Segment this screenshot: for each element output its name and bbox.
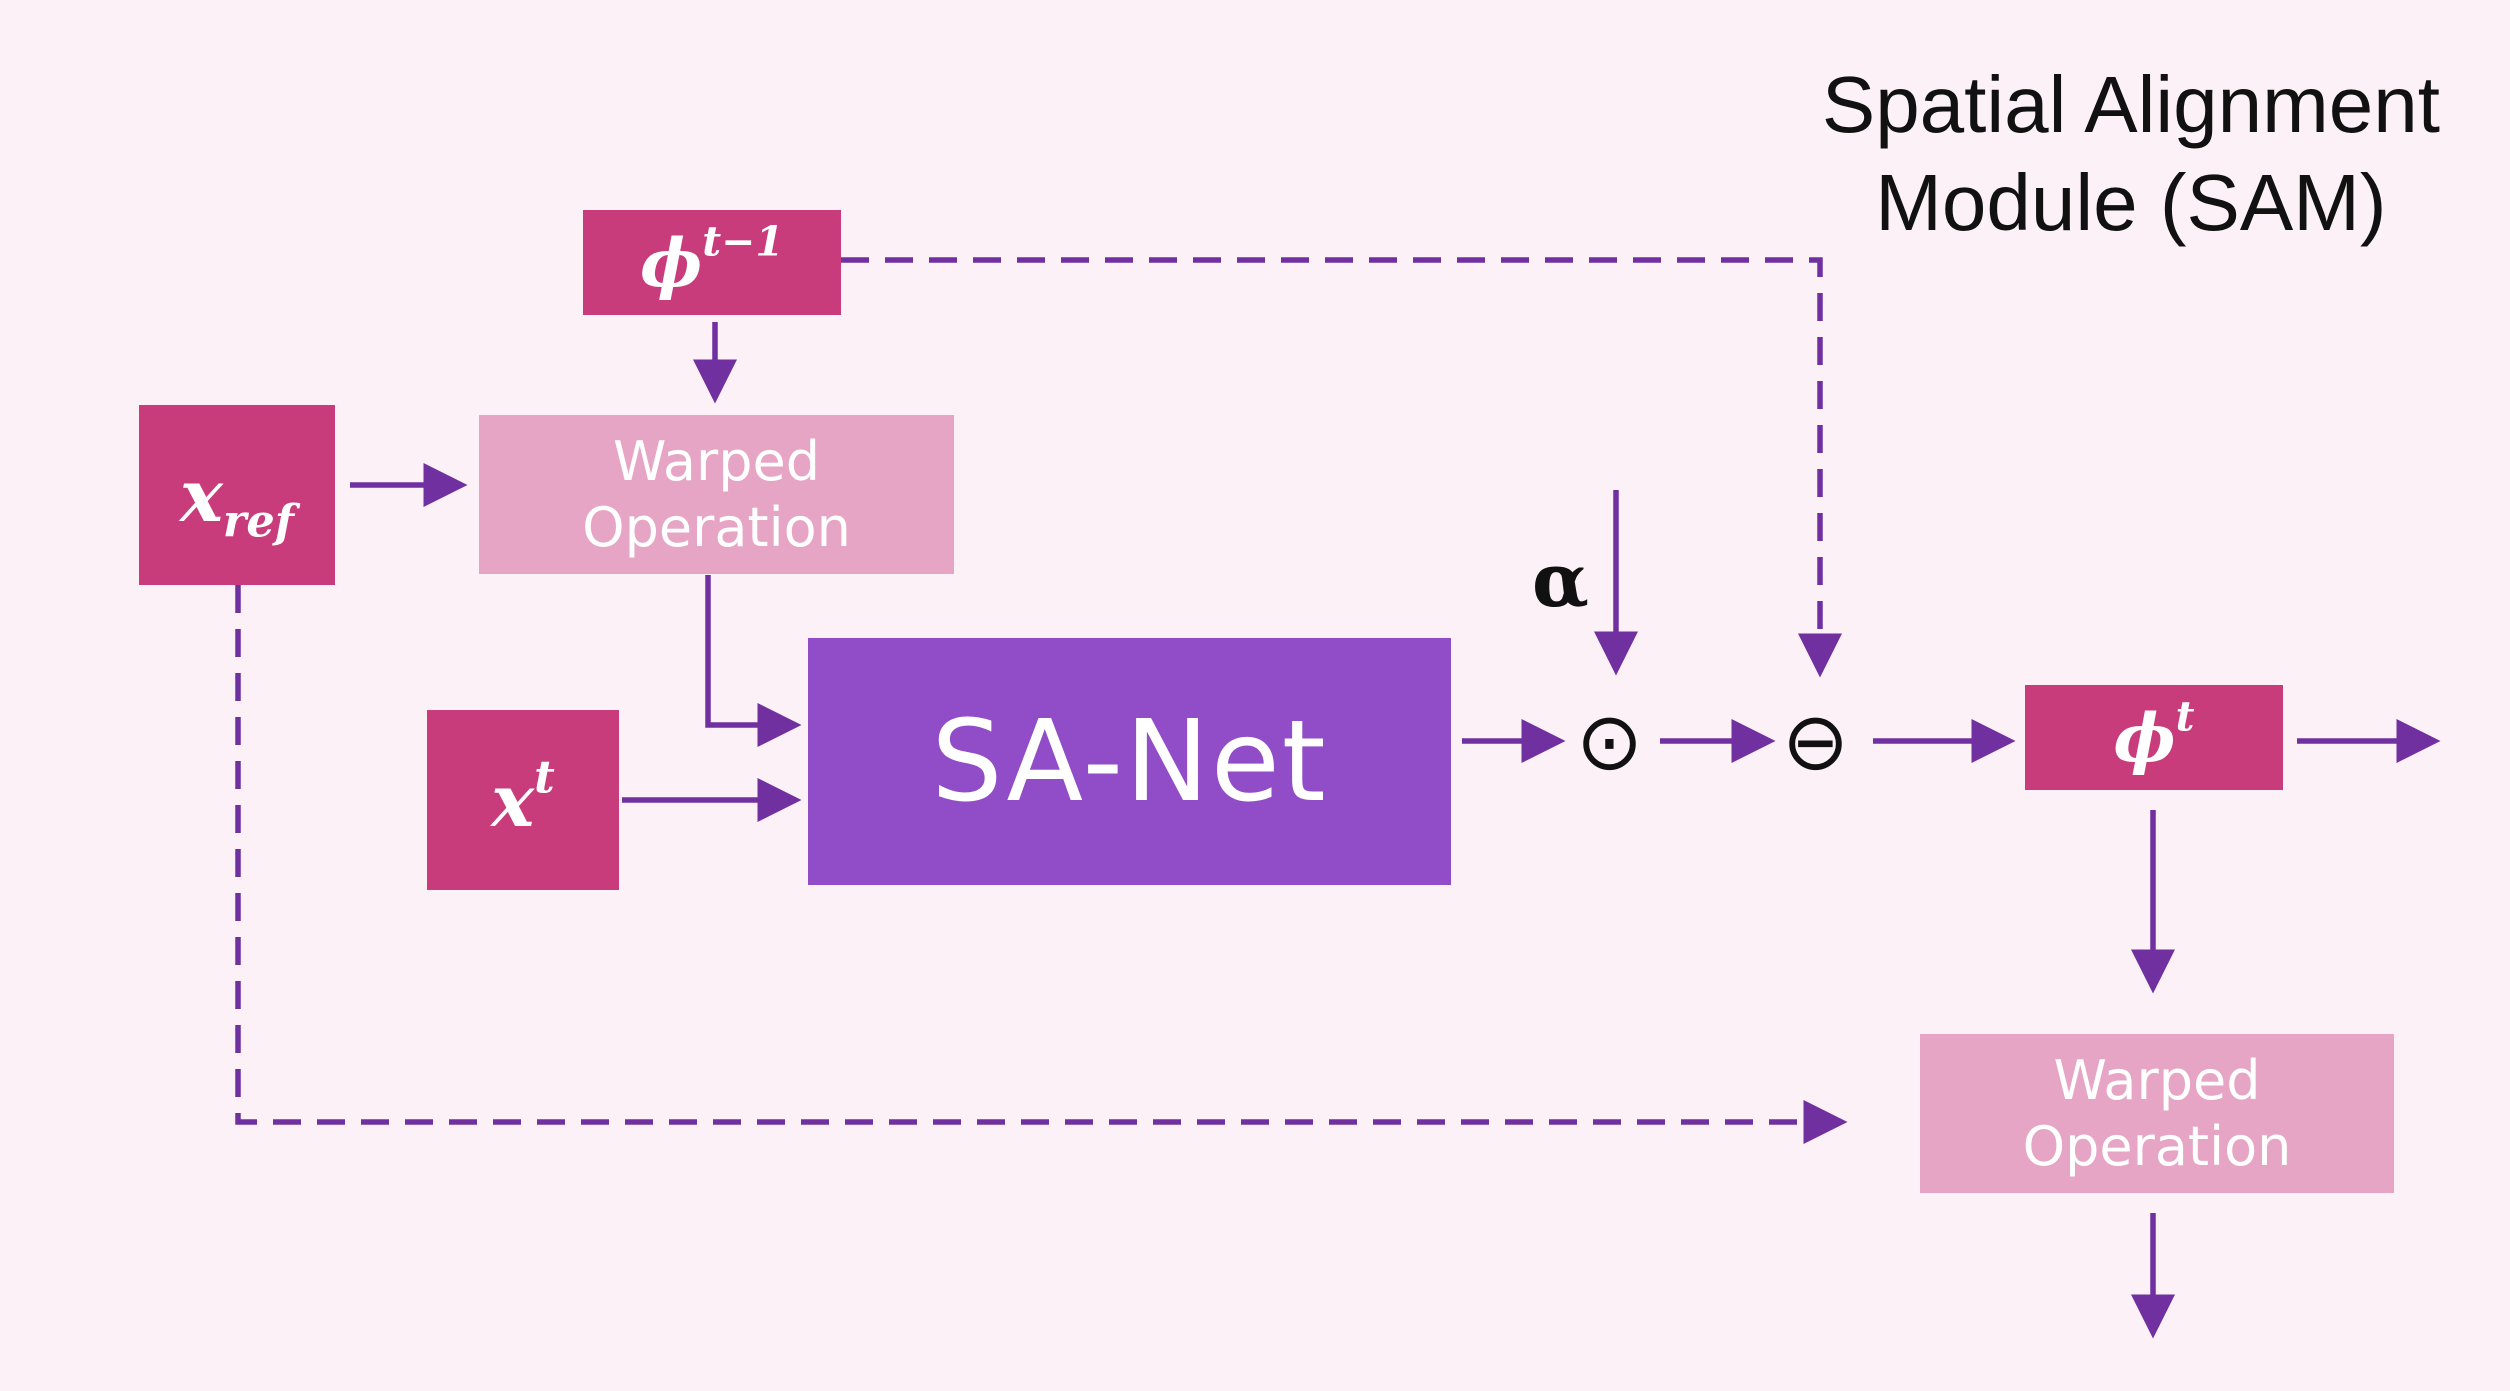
warped-operation-box-bottom: Warped Operation (1920, 1034, 2394, 1193)
diagram-title: Spatial Alignment Module (SAM) (1822, 56, 2440, 252)
title-line-2: Module (SAM) (1875, 158, 2387, 247)
warp-bottom-line-1: Warped (2053, 1048, 2261, 1112)
phi-prev-box: ϕt−1 (583, 210, 841, 315)
phi-t-box: ϕt (2025, 685, 2283, 790)
title-line-1: Spatial Alignment (1821, 60, 2440, 149)
x-ref-box: xref (139, 405, 335, 585)
sa-net-label: SA-Net (931, 696, 1328, 827)
x-ref-sub: ref (222, 494, 295, 548)
arrow-warp-to-sanet (705, 575, 802, 747)
x-t-box: xt (427, 710, 619, 890)
phi-t-sup: t (2175, 691, 2195, 740)
warped-operation-box-top: Warped Operation (479, 415, 954, 574)
dashed-phi-prev-to-ominus (841, 257, 1842, 678)
x-t-base: x (491, 757, 535, 843)
subtraction-symbol: ⊖ (1782, 695, 1850, 788)
alpha-label: α (1532, 538, 1589, 624)
x-t-sup: t (534, 750, 555, 804)
phi-t-base: ϕ (2113, 698, 2176, 777)
warp-top-line-2: Operation (582, 495, 851, 559)
warp-top-line-1: Warped (612, 429, 820, 493)
phi-prev-base: ϕ (640, 223, 703, 302)
phi-prev-sup: t−1 (702, 216, 784, 265)
x-ref-base: x (179, 452, 223, 538)
dashed-xref-to-warp-bottom (235, 585, 1848, 1144)
hadamard-product-symbol: ⊙ (1576, 695, 1644, 788)
warp-bottom-line-2: Operation (2022, 1114, 2292, 1178)
sa-net-box: SA-Net (808, 638, 1451, 885)
